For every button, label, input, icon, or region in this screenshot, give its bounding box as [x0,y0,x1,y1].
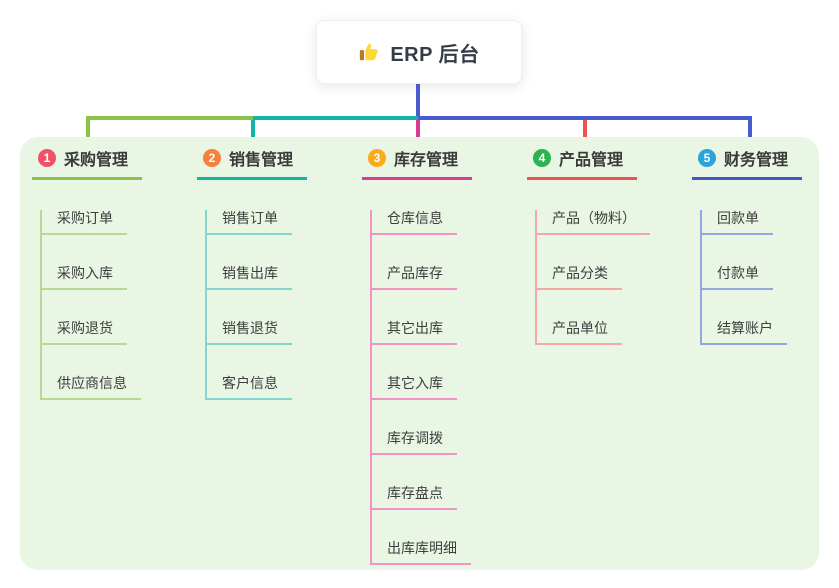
connector-horizontal-sales [251,116,418,120]
node-purchase-return[interactable]: 采购退货 [40,320,127,345]
node-purchase-order[interactable]: 采购订单 [40,210,127,235]
branch-purchase-topic[interactable]: 1 采购管理 [32,146,143,180]
badge-5: 5 [698,149,716,167]
branch-finance-label: 财务管理 [724,152,789,169]
thumbs-up-icon [358,41,380,63]
node-stock-check[interactable]: 库存盘点 [370,485,457,510]
badge-2: 2 [203,149,221,167]
badge-4: 4 [533,149,551,167]
node-payment-order[interactable]: 付款单 [700,265,773,290]
branches-panel [20,137,819,570]
node-settlement-account[interactable]: 结算账户 [700,320,787,345]
connector-drop-product [583,120,587,148]
node-other-inbound[interactable]: 其它入库 [370,375,457,400]
node-product-stock[interactable]: 产品库存 [370,265,457,290]
connector-drop-purchase [86,116,90,146]
branch-finance-vline [700,210,702,345]
root-node-label: ERP 后台 [390,43,480,66]
node-receipt-order[interactable]: 回款单 [700,210,773,235]
branch-product-label: 产品管理 [559,152,624,169]
root-node-erp-backend[interactable]: ERP 后台 [316,20,522,84]
branch-inventory-vline [370,210,372,565]
node-sales-outbound[interactable]: 销售出库 [205,265,292,290]
connector-drop-sales [251,116,255,146]
branch-purchase: 1 采购管理 采购订单 采购入库 采购退货 供应商信息 [32,146,143,400]
connector-horizontal-finance [418,116,752,120]
badge-3: 3 [368,149,386,167]
branch-sales-vline [205,210,207,400]
branch-inventory-children: 仓库信息 产品库存 其它出库 其它入库 库存调拨 库存盘点 出库库明细 [362,210,472,565]
node-purchase-inbound[interactable]: 采购入库 [40,265,127,290]
branch-finance-children: 回款单 付款单 结算账户 [692,210,802,345]
node-outbound-detail[interactable]: 出库库明细 [370,540,471,565]
node-sales-order[interactable]: 销售订单 [205,210,292,235]
branch-finance-topic[interactable]: 5 财务管理 [692,146,803,180]
branch-product: 4 产品管理 产品（物料） 产品分类 产品单位 [527,146,650,345]
branch-sales: 2 销售管理 销售订单 销售出库 销售退货 客户信息 [197,146,308,400]
connector-drop-finance [748,116,752,146]
node-other-outbound[interactable]: 其它出库 [370,320,457,345]
branch-product-vline [535,210,537,345]
connector-horizontal-purchase [86,116,253,120]
connector-drop-inventory [416,120,420,148]
branch-purchase-children: 采购订单 采购入库 采购退货 供应商信息 [32,210,142,400]
branch-inventory-topic[interactable]: 3 库存管理 [362,146,473,180]
branch-product-children: 产品（物料） 产品分类 产品单位 [527,210,650,345]
node-warehouse-info[interactable]: 仓库信息 [370,210,457,235]
branch-purchase-vline [40,210,42,400]
connector-trunk [416,84,420,118]
node-product-unit[interactable]: 产品单位 [535,320,622,345]
badge-1: 1 [38,149,56,167]
node-product-category[interactable]: 产品分类 [535,265,622,290]
node-product-material[interactable]: 产品（物料） [535,210,650,235]
branch-purchase-label: 采购管理 [64,152,129,169]
branch-sales-topic[interactable]: 2 销售管理 [197,146,308,180]
node-customer-info[interactable]: 客户信息 [205,375,292,400]
branch-sales-children: 销售订单 销售出库 销售退货 客户信息 [197,210,307,400]
branch-inventory: 3 库存管理 仓库信息 产品库存 其它出库 其它入库 库存调拨 库存盘点 出库库… [362,146,473,565]
branch-product-topic[interactable]: 4 产品管理 [527,146,638,180]
branch-sales-label: 销售管理 [229,152,294,169]
branch-inventory-label: 库存管理 [394,152,459,169]
branch-finance: 5 财务管理 回款单 付款单 结算账户 [692,146,803,345]
node-sales-return[interactable]: 销售退货 [205,320,292,345]
node-stock-transfer[interactable]: 库存调拨 [370,430,457,455]
node-supplier-info[interactable]: 供应商信息 [40,375,141,400]
